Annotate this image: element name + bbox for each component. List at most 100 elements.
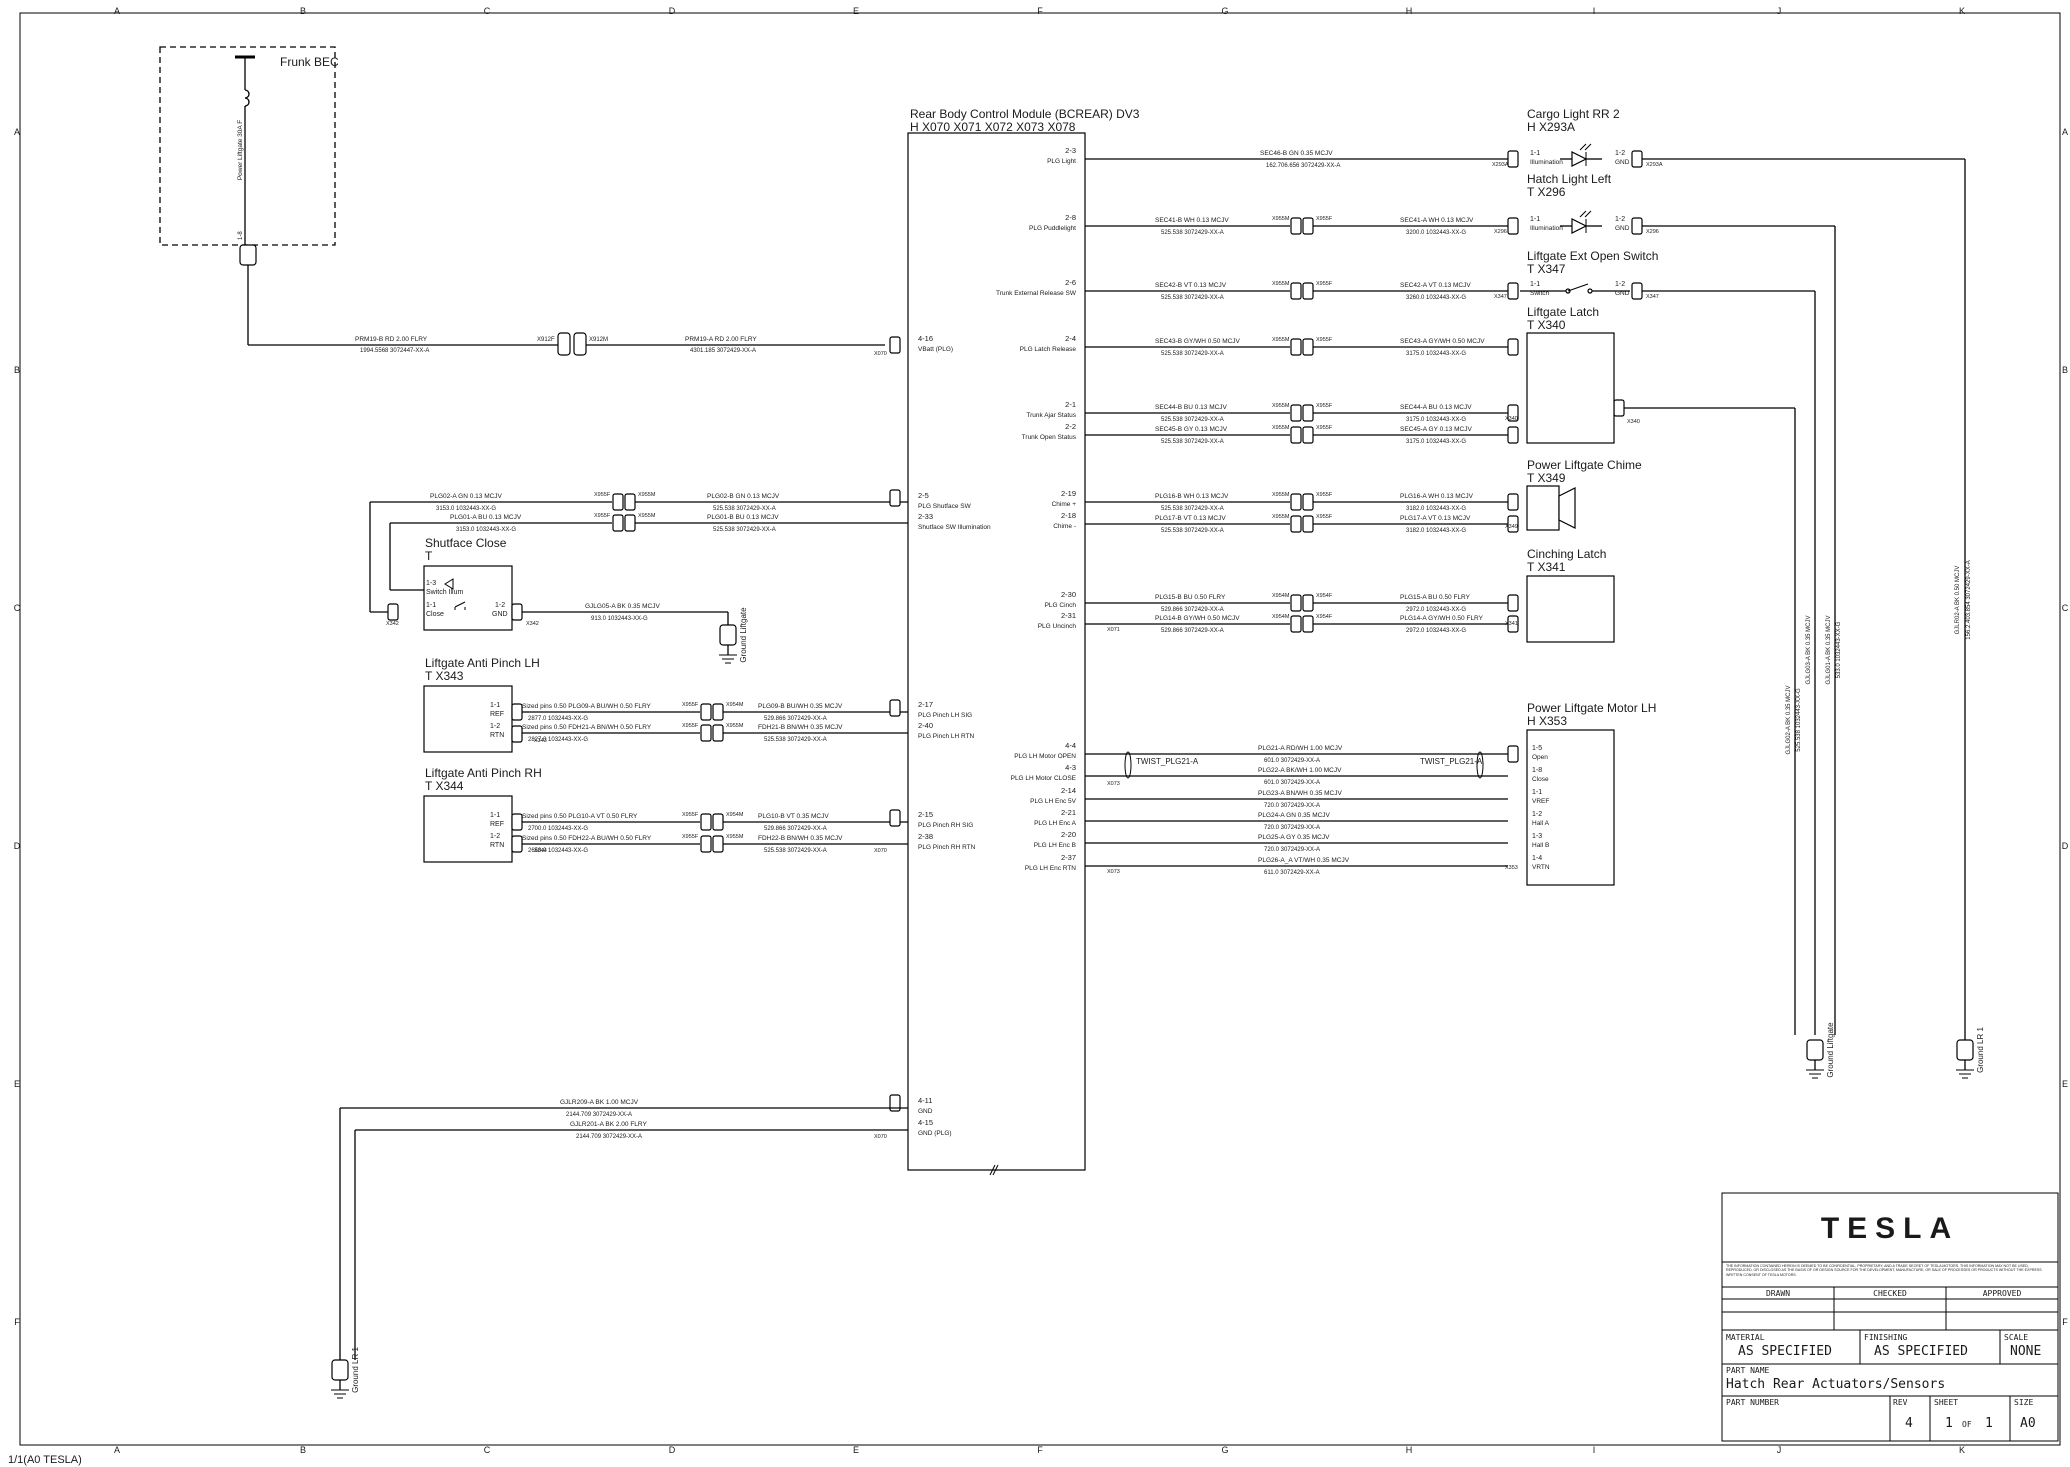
wire-fdh22b-label: FDH22-B BN/WH 0.35 MCJV bbox=[758, 835, 843, 842]
hatch-light-gnd-pin-label: GND bbox=[1615, 225, 1630, 232]
bcm-right-pin-label: PLG Puddlelight bbox=[1029, 225, 1076, 232]
wire-plg25-label: PLG25-A GY 0.35 MCJV bbox=[1258, 834, 1330, 841]
grid-col-top: A bbox=[114, 6, 120, 16]
conn-label: X296 bbox=[1646, 229, 1659, 235]
bcm-left-pin: 2-5 bbox=[918, 491, 929, 500]
cargo-light-sub: H X293A bbox=[1527, 120, 1575, 134]
wire-plg22-part: 601.0 3072429-XX-A bbox=[1264, 780, 1320, 786]
liftgate-ext-open-switch: Liftgate Ext Open Switch T X347 bbox=[1527, 249, 1658, 276]
component-connector bbox=[1507, 493, 1519, 511]
grid-col-top: H bbox=[1406, 6, 1413, 16]
pinch-lh-sub: T X343 bbox=[425, 669, 464, 683]
splice-label-female: X955F bbox=[1316, 514, 1333, 520]
liftgate-latch: Liftgate Latch T X340 bbox=[1526, 305, 1615, 444]
cinch-title: Cinching Latch bbox=[1527, 547, 1606, 561]
grid-col-top: K bbox=[1959, 6, 1965, 16]
shutface-pin-3: 1-2 bbox=[495, 602, 505, 609]
splice-connector-male bbox=[1290, 338, 1302, 356]
sheet-total: 1 bbox=[1985, 1416, 1993, 1431]
wire-glg05-part: 913.0 1032443-XX-G bbox=[591, 616, 648, 622]
component-connector bbox=[1507, 515, 1519, 533]
conn-label: X073 bbox=[1107, 781, 1120, 787]
cargo-light-rr2: Cargo Light RR 2 H X293A bbox=[1527, 107, 1620, 134]
wire-sec44b-part: 525.538 3072429-XX-A bbox=[1161, 417, 1224, 423]
bcm-left-pin-label: PLG Pinch LH SIG bbox=[918, 712, 972, 719]
conn-label: X353 bbox=[1505, 865, 1518, 871]
splice-connector-male bbox=[612, 514, 624, 532]
motor-pin-label: Hall A bbox=[1532, 820, 1550, 827]
conn-label: X349 bbox=[1505, 524, 1518, 530]
grid-col-bottom: A bbox=[114, 1445, 120, 1455]
wire-sec41a-label: SEC41-A WH 0.13 MCJV bbox=[1400, 217, 1474, 224]
bcm-right-pin: 2-14 bbox=[1061, 786, 1076, 795]
bcm-right-pin-label: PLG LH Enc B bbox=[1034, 842, 1076, 849]
bcm-right-pin-label: PLG LH Enc A bbox=[1034, 820, 1077, 827]
splice-label-female: X955F bbox=[682, 723, 699, 729]
wire-fdh22b-part: 525.538 3072429-XX-A bbox=[764, 848, 827, 854]
conn-x912f: X912F bbox=[537, 337, 555, 343]
bcm-left-pin: 4-11 bbox=[918, 1096, 932, 1105]
wire-sec44a-label: SEC44-A BU 0.13 MCJV bbox=[1400, 404, 1472, 411]
ground-liftgate-small: Ground Liftgate bbox=[739, 607, 748, 663]
motor-pin-label: VRTN bbox=[1532, 864, 1550, 871]
component-connector bbox=[1507, 615, 1519, 633]
part-name-label: PART NAME bbox=[1726, 1366, 1770, 1375]
splice-connector-female bbox=[700, 813, 712, 831]
bcm-right-pin: 2-20 bbox=[1061, 830, 1076, 839]
grid-col-bottom: C bbox=[484, 1445, 491, 1455]
wire-vertical-part: 533.0 1032443-XX-G bbox=[1836, 621, 1842, 678]
wire-plg24-part: 720.0 3072429-XX-A bbox=[1264, 825, 1320, 831]
led-icon bbox=[1571, 151, 1588, 167]
gnd-connector bbox=[1613, 399, 1625, 417]
splice-label-male: X955M bbox=[1272, 492, 1290, 498]
wire-vertical-part: 525.538 1032443-XX-G bbox=[1796, 688, 1802, 752]
wire-plg17b-part: 525.538 3072429-XX-A bbox=[1161, 528, 1224, 534]
bcm-left-pin: 2-17 bbox=[918, 700, 933, 709]
bcm-right-pin: 2-30 bbox=[1061, 590, 1076, 599]
wire-prm19b-part: 1994.5568 3072447-XX-A bbox=[360, 348, 429, 354]
wire-gjlr201-label: GJLR201-A BK 2.00 FLRY bbox=[570, 1121, 648, 1128]
motor-pin-label: Open bbox=[1532, 754, 1548, 761]
motor-sub: H X353 bbox=[1527, 714, 1567, 728]
conn-label: X347 bbox=[1646, 294, 1659, 300]
part-number-label: PART NUMBER bbox=[1726, 1398, 1779, 1407]
bcm-right-pin: 2-2 bbox=[1065, 422, 1076, 431]
wire-plg09b-part: 529.866 3072429-XX-A bbox=[764, 716, 827, 722]
wire-sec46b-label: SEC46-B GN 0.35 MCJV bbox=[1260, 150, 1333, 157]
wire-plg17b-label: PLG17-B VT 0.13 MCJV bbox=[1155, 515, 1226, 522]
splice-connector-female bbox=[624, 514, 636, 532]
grid-row-left: F bbox=[14, 1317, 20, 1327]
ext-switch-pin-label: Switch bbox=[1530, 290, 1550, 297]
wire-sec44a-part: 3175.0 1032443-XX-G bbox=[1406, 417, 1466, 423]
ext-switch-gnd-pin: 1-2 bbox=[1615, 281, 1625, 288]
splice-label-male: X955M bbox=[726, 834, 744, 840]
grid-row-left: C bbox=[14, 603, 21, 613]
splice-label-male: X955M bbox=[1272, 337, 1290, 343]
motor-pin: 1-5 bbox=[1532, 745, 1542, 752]
splice-label-male: X955M bbox=[726, 723, 744, 729]
conn-label: X342 bbox=[386, 621, 399, 627]
pinch-lh-pin-2-label: RTN bbox=[490, 732, 504, 739]
material-label: MATERIAL bbox=[1726, 1333, 1765, 1342]
bcm-right-pin-label: Chime - bbox=[1053, 523, 1076, 530]
ground-liftgate-right-connector bbox=[1806, 1039, 1824, 1061]
bcm-left-pin-label: GND (PLG) bbox=[918, 1130, 952, 1137]
wire-plg10a-label: Sized pins 0.50 PLG10-A VT 0.50 FLRY bbox=[522, 813, 638, 820]
led-icon bbox=[1571, 218, 1588, 234]
bcm-right-pin: 2-1 bbox=[1065, 400, 1076, 409]
bcm-connector bbox=[889, 809, 901, 827]
sheet-label: SHEET bbox=[1934, 1398, 1958, 1407]
cargo-light-title: Cargo Light RR 2 bbox=[1527, 107, 1620, 121]
wire-sec43b-label: SEC43-B GY/WH 0.50 MCJV bbox=[1155, 338, 1241, 345]
grid-col-top: D bbox=[669, 6, 676, 16]
bcm-right-pin: 4-4 bbox=[1065, 741, 1076, 750]
splice-connector-male bbox=[1290, 426, 1302, 444]
bcm-left-pin: 2-40 bbox=[918, 721, 933, 730]
splice-label-male: X955M bbox=[638, 513, 656, 519]
motor-title: Power Liftgate Motor LH bbox=[1527, 701, 1656, 715]
wire-plg15a-part: 2972.0 1032443-XX-G bbox=[1406, 607, 1466, 613]
grid-row-right: B bbox=[2062, 365, 2068, 375]
shutface-connector bbox=[387, 603, 399, 621]
motor-pin-label: Hall B bbox=[1532, 842, 1549, 849]
